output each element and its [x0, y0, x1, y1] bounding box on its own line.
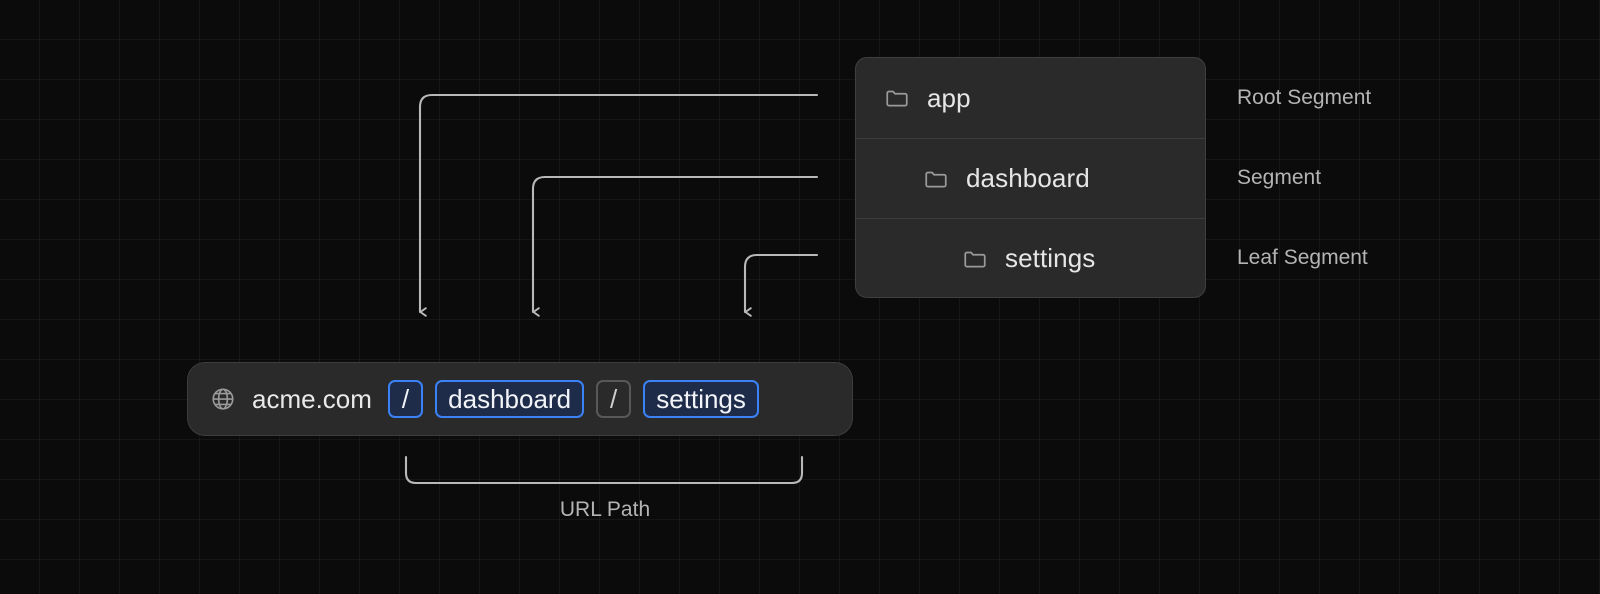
folder-icon: [962, 246, 988, 272]
tree-row-app[interactable]: app: [856, 58, 1205, 138]
connector-dashboard-to-dashboard-chip: [531, 175, 819, 317]
tree-row-settings[interactable]: settings: [856, 218, 1205, 297]
annotation-leaf-segment: Leaf Segment: [1237, 246, 1368, 269]
url-segment-separator-1[interactable]: /: [387, 380, 424, 418]
annotation-root-segment: Root Segment: [1237, 86, 1372, 109]
globe-icon: [210, 386, 236, 412]
folder-icon: [884, 85, 910, 111]
tree-label-settings: settings: [1005, 243, 1096, 273]
folder-tree-panel: app dashboard settings: [855, 57, 1206, 298]
url-path-brace: [404, 455, 804, 485]
annotation-segment: Segment: [1237, 166, 1322, 189]
connector-app-to-root-slash: [418, 93, 819, 317]
url-bar[interactable]: acme.com / dashboard / settings: [187, 362, 853, 436]
connector-settings-to-settings-chip: [743, 253, 819, 317]
tree-label-app: app: [927, 82, 971, 113]
tree-row-dashboard[interactable]: dashboard: [856, 138, 1205, 218]
url-path-caption: URL Path: [559, 498, 651, 521]
url-segment-settings[interactable]: settings: [643, 380, 759, 418]
url-host: acme.com: [252, 383, 372, 414]
tree-label-dashboard: dashboard: [966, 163, 1090, 193]
url-segment-separator-2[interactable]: /: [596, 380, 632, 418]
url-segment-dashboard[interactable]: dashboard: [435, 380, 585, 418]
folder-icon: [923, 166, 949, 192]
